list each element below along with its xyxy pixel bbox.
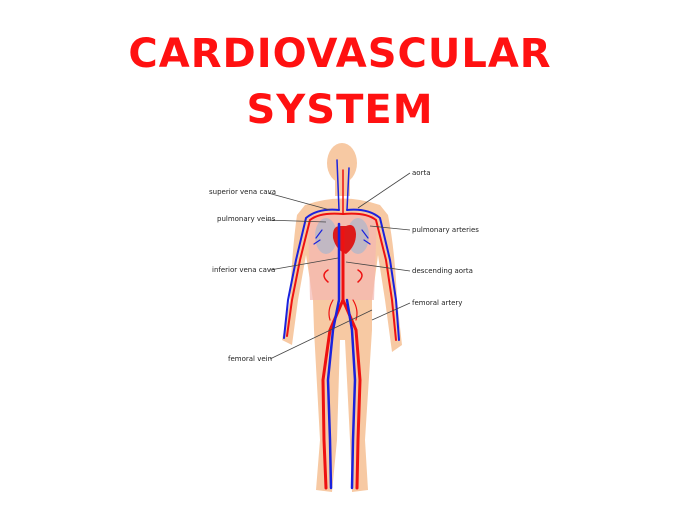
label-superior-vena-cava: superior vena cava bbox=[209, 188, 277, 196]
title-line-1: CARDIOVASCULAR bbox=[128, 31, 552, 77]
label-aorta: aorta bbox=[412, 169, 431, 177]
label-pulmonary-arteries: pulmonary arteries bbox=[412, 226, 479, 234]
label-femoral-vein: femoral vein bbox=[228, 355, 273, 363]
title-line-2: SYSTEM bbox=[246, 87, 434, 133]
label-descending-aorta: descending aorta bbox=[412, 267, 473, 275]
body-silhouette bbox=[282, 143, 402, 492]
label-inferior-vena-cava: inferior vena cava bbox=[212, 266, 276, 274]
label-femoral-artery: femoral artery bbox=[412, 299, 463, 307]
label-pulmonary-veins: pulmonary veins bbox=[217, 215, 276, 223]
leader-lines bbox=[265, 172, 411, 360]
